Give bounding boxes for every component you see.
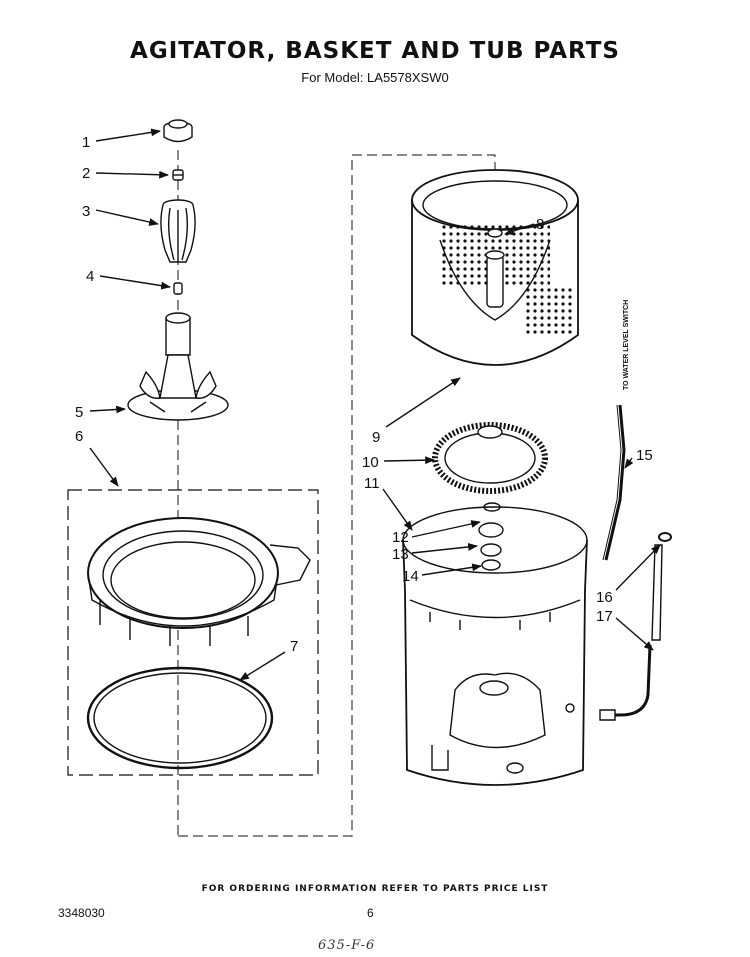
callout-15: 15 xyxy=(636,447,653,464)
agitator-barrel-part xyxy=(160,199,196,263)
callout-2: 2 xyxy=(82,165,90,182)
callout-1: 1 xyxy=(82,134,90,151)
callout-12: 12 xyxy=(392,529,409,546)
handwritten-note: 635-F-6 xyxy=(318,938,376,953)
callout-11: 11 xyxy=(364,475,380,492)
callout-6: 6 xyxy=(75,428,83,445)
bolt-part xyxy=(173,282,183,295)
document-number: 3348030 xyxy=(58,906,105,920)
outer-tub-part xyxy=(402,506,588,786)
callout-14: 14 xyxy=(402,568,419,585)
callout-13: 13 xyxy=(392,546,409,563)
callout-3: 3 xyxy=(82,203,90,220)
callout-9: 9 xyxy=(372,429,380,446)
air-dome-hose-part xyxy=(599,544,663,721)
water-level-switch-note: TO WATER LEVEL SWITCH xyxy=(623,300,630,390)
agitator-cap-part xyxy=(163,119,193,143)
hose-clamp-part xyxy=(658,532,672,542)
nut-part xyxy=(172,169,184,181)
callout-5: 5 xyxy=(75,404,83,421)
tub-seal-part xyxy=(432,422,548,494)
ordering-info-note: FOR ORDERING INFORMATION REFER TO PARTS … xyxy=(201,884,549,894)
water-level-hose-part xyxy=(604,404,626,561)
spin-basket-part xyxy=(411,169,579,366)
page-number: 6 xyxy=(367,906,374,920)
callout-4: 4 xyxy=(86,268,94,285)
tub-ring-part xyxy=(87,517,311,646)
model-subtitle: For Model: LA5578XSW0 xyxy=(301,70,449,85)
callout-17: 17 xyxy=(596,608,613,625)
callout-8: 8 xyxy=(536,216,544,233)
callout-10: 10 xyxy=(362,454,379,471)
seal-parts-stack xyxy=(478,502,504,571)
agitator-base-part xyxy=(127,312,229,421)
o-ring-part xyxy=(86,666,274,770)
callout-7: 7 xyxy=(290,638,298,655)
page-title: AGITATOR, BASKET AND TUB PARTS xyxy=(130,38,620,64)
callout-16: 16 xyxy=(596,589,613,606)
